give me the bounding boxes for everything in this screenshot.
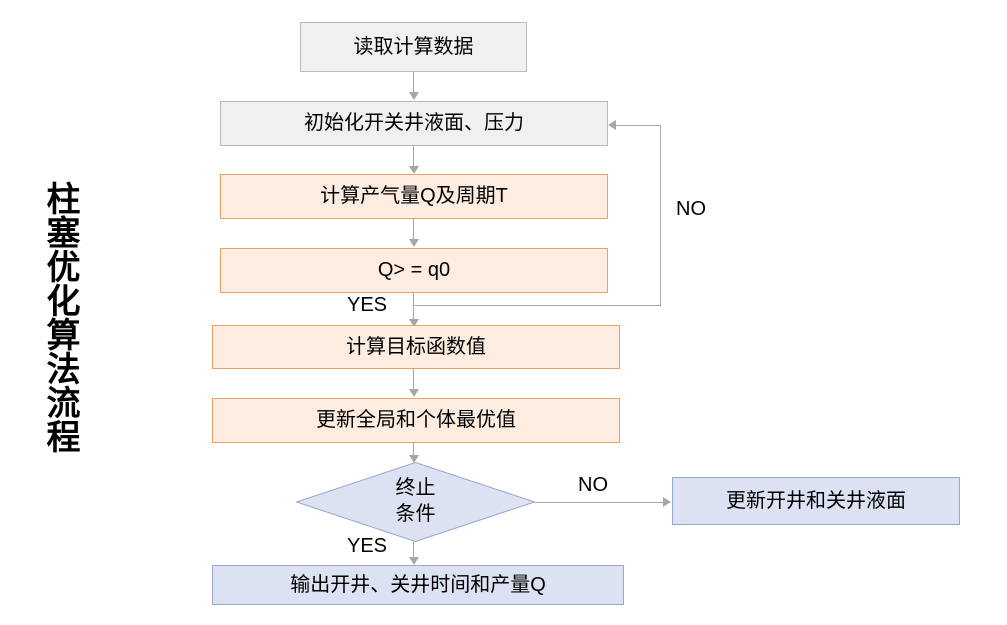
connector-read-to-init	[413, 72, 414, 93]
node-read-data[interactable]: 读取计算数据	[300, 22, 527, 72]
arrowhead-objective-to-updatebest	[409, 389, 419, 397]
node-initialize[interactable]: 初始化开关井液面、压力	[220, 101, 608, 146]
connector-no-loop-vertical	[660, 125, 661, 306]
arrowhead-init-to-calcq	[409, 166, 419, 174]
connector-updatebest-to-diamond	[413, 443, 414, 456]
terminate-condition-label: 终止 条件	[296, 462, 535, 542]
node-update-levels[interactable]: 更新开井和关井液面	[672, 477, 960, 525]
arrowhead-updatebest-to-diamond	[409, 455, 419, 463]
node-calc-objective[interactable]: 计算目标函数值	[212, 325, 620, 369]
arrowhead-no-loop-to-init	[608, 120, 616, 130]
node-output-result[interactable]: 输出开井、关井时间和产量Q	[212, 565, 624, 605]
connector-objective-to-updatebest	[413, 369, 414, 390]
connector-diamond-no-to-updatelevels	[535, 502, 664, 503]
node-terminate-condition[interactable]: 终止 条件	[296, 462, 535, 542]
diamond-shape	[296, 462, 535, 542]
connector-no-loop-horizontal-top	[616, 125, 661, 126]
chart-vertical-title: 柱塞优化算法流程	[41, 181, 79, 453]
arrowhead-read-to-init	[409, 92, 419, 100]
arrowhead-diamond-no	[663, 497, 671, 507]
connector-diamond-yes-to-output	[413, 542, 414, 558]
connector-compare-to-objective	[413, 293, 414, 320]
terminate-label-line2: 条件	[395, 503, 436, 525]
edge-label-no-compare: NO	[676, 198, 706, 220]
connector-no-loop-horizontal-bottom	[413, 305, 661, 306]
node-update-best[interactable]: 更新全局和个体最优值	[212, 398, 620, 443]
edge-label-yes-compare: YES	[347, 294, 388, 316]
edge-label-yes-terminate: YES	[347, 535, 388, 557]
edge-label-no-terminate: NO	[578, 474, 608, 496]
arrowhead-calcq-to-compare	[409, 239, 419, 247]
connector-init-to-calcq	[413, 146, 414, 167]
connector-calcq-to-compare	[413, 219, 414, 240]
arrowhead-compare-to-objective	[409, 319, 419, 327]
node-compare-q[interactable]: Q> = q0	[220, 248, 608, 293]
arrowhead-diamond-yes	[409, 557, 419, 565]
terminate-label-line1: 终止	[395, 477, 436, 500]
node-calc-gas-production[interactable]: 计算产气量Q及周期T	[220, 174, 608, 219]
